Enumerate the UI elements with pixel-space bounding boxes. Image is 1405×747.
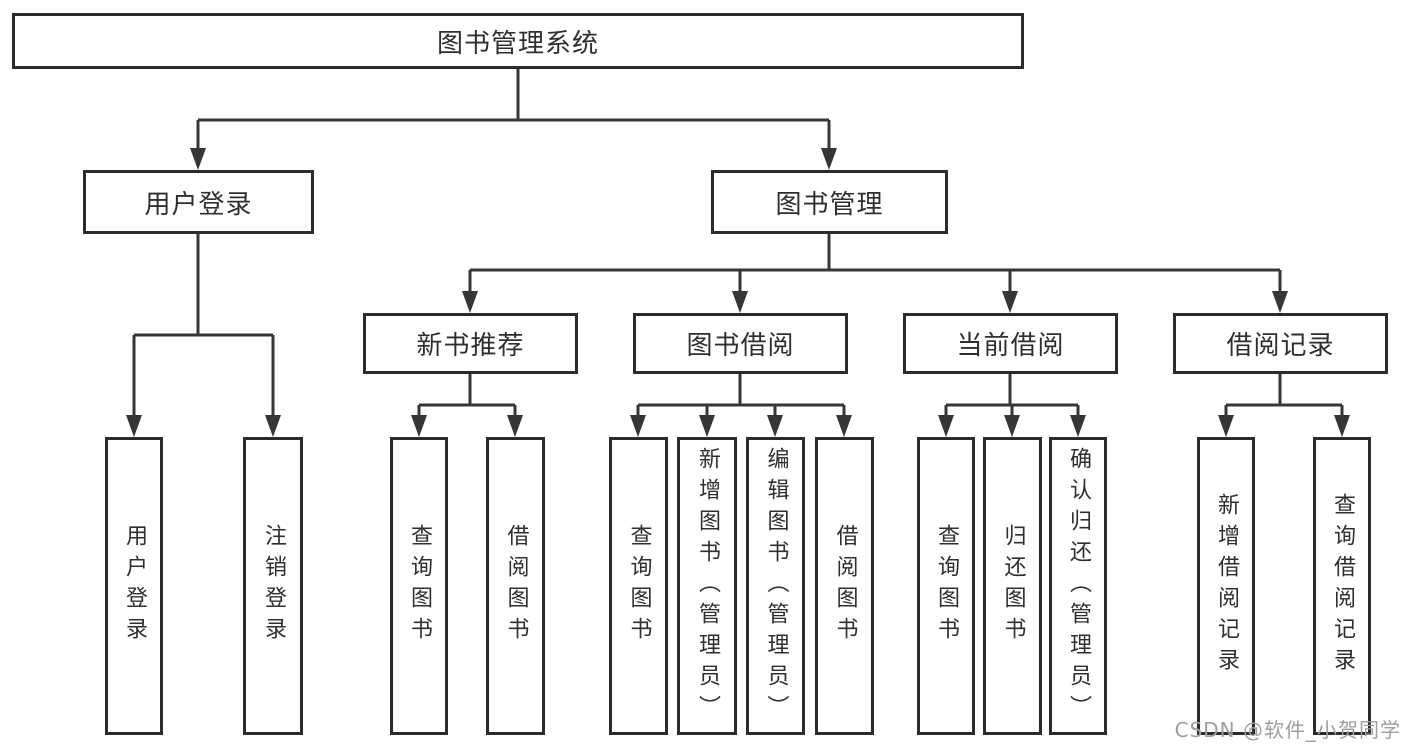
- leaf-records-add-record-label: 新增借阅记录: [1214, 493, 1239, 679]
- leaf-borrow-edit-books-admin: 编辑图书（管理员）: [746, 437, 805, 735]
- node-book-borrow: 图书借阅: [633, 313, 848, 374]
- leaf-records-query-record: 查询借阅记录: [1313, 437, 1371, 735]
- leaf-newrec-borrow-books: 借阅图书: [486, 437, 545, 735]
- connector-line: [468, 234, 1282, 299]
- leaf-logout-login-label: 注销登录: [261, 524, 286, 648]
- arrowhead: [126, 415, 281, 437]
- leaf-borrow-add-books-admin-label: 新增图书（管理员）: [695, 446, 720, 726]
- connector-line: [636, 374, 846, 423]
- node-user-login: 用户登录: [83, 170, 314, 234]
- node-borrow-records-label: 借阅记录: [1226, 331, 1335, 361]
- connector-line: [196, 69, 831, 156]
- csdn-watermark: CSDN @软件_小贺同学: [1174, 718, 1401, 742]
- connector-line: [132, 234, 275, 423]
- node-book-management-label: 图书管理: [775, 189, 884, 220]
- leaf-current-query-books: 查询图书: [917, 437, 975, 735]
- leaf-current-return-books-label: 归还图书: [1000, 524, 1026, 648]
- node-user-login-label: 用户登录: [144, 189, 253, 220]
- connector-line: [1224, 374, 1344, 423]
- leaf-current-query-books-label: 查询图书: [934, 524, 959, 648]
- connector-borrow-records-to-leaves: [1218, 374, 1350, 437]
- leaf-borrow-borrow-books-label: 借阅图书: [832, 524, 858, 648]
- node-current-borrow-label: 当前借阅: [956, 331, 1065, 361]
- node-root: 图书管理系统: [12, 13, 1024, 69]
- leaf-newrec-borrow-books-label: 借阅图书: [503, 524, 529, 648]
- node-book-management: 图书管理: [711, 170, 948, 234]
- leaf-borrow-query-books: 查询图书: [609, 437, 668, 735]
- leaf-borrow-borrow-books: 借阅图书: [815, 437, 874, 735]
- connector-user-login-to-leaves: [126, 234, 281, 437]
- arrowhead: [1218, 415, 1350, 437]
- connector-book-borrow-to-leaves: [630, 374, 852, 437]
- leaf-borrow-query-books-label: 查询图书: [626, 524, 652, 648]
- connector-root-to-level2: [190, 69, 837, 170]
- node-current-borrow: 当前借阅: [903, 313, 1118, 374]
- arrowhead: [462, 291, 1288, 313]
- connector-line: [944, 374, 1080, 423]
- arrowhead: [630, 415, 852, 437]
- arrowhead: [938, 415, 1086, 437]
- leaf-records-add-record: 新增借阅记录: [1197, 437, 1255, 735]
- leaf-user-login: 用户登录: [105, 437, 163, 735]
- leaf-current-confirm-return-admin-label: 确认归还（管理员）: [1066, 446, 1091, 726]
- leaf-borrow-edit-books-admin-label: 编辑图书（管理员）: [763, 446, 789, 726]
- arrowhead: [411, 415, 523, 437]
- leaf-logout-login: 注销登录: [243, 437, 303, 735]
- leaf-borrow-add-books-admin: 新增图书（管理员）: [677, 437, 737, 735]
- leaf-user-login-label: 用户登录: [122, 524, 147, 648]
- connector-new-book-to-leaves: [411, 374, 523, 437]
- node-book-borrow-label: 图书借阅: [686, 331, 795, 361]
- leaf-current-confirm-return-admin: 确认归还（管理员）: [1049, 437, 1107, 735]
- leaf-records-query-record-label: 查询借阅记录: [1330, 493, 1355, 679]
- arrowhead: [190, 148, 837, 170]
- node-new-book-recommend: 新书推荐: [363, 313, 578, 374]
- leaf-newrec-query-books: 查询图书: [390, 437, 448, 735]
- connector-book-mgmt-to-level3: [462, 234, 1288, 313]
- node-root-label: 图书管理系统: [436, 28, 599, 59]
- leaf-current-return-books: 归还图书: [983, 437, 1042, 735]
- leaf-newrec-query-books-label: 查询图书: [407, 524, 432, 648]
- node-borrow-records: 借阅记录: [1173, 313, 1388, 374]
- connector-current-borrow-to-leaves: [938, 374, 1086, 437]
- connector-line: [417, 374, 517, 423]
- node-new-book-recommend-label: 新书推荐: [416, 331, 525, 361]
